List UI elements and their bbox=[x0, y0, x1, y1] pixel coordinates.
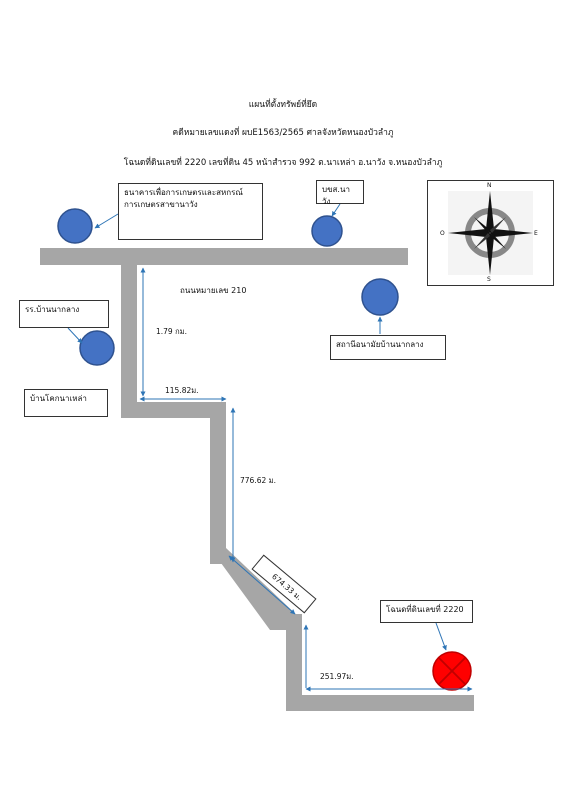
compass-icon bbox=[448, 191, 533, 275]
map-title: แผนที่ตั้งทรัพย์ที่ยึด bbox=[248, 100, 318, 110]
road-segment-5 bbox=[286, 614, 302, 710]
compass-north: N bbox=[487, 182, 492, 189]
health-station-label: สถานีอนามัยบ้านนากลาง bbox=[330, 335, 446, 360]
road-segment-1 bbox=[121, 265, 137, 418]
district-callout-arrow bbox=[331, 203, 341, 217]
deed-details: โฉนดที่ดินเลขที่ 2220 เลขที่ดิน 45 หน้าส… bbox=[123, 158, 443, 168]
compass-west: O bbox=[440, 230, 445, 237]
road-segment-3 bbox=[210, 402, 226, 564]
road-segment-2 bbox=[121, 402, 226, 418]
bank-marker bbox=[57, 208, 93, 244]
compass-south: S bbox=[487, 276, 491, 283]
district-office-label: บขส.นาวัง bbox=[316, 180, 364, 206]
distance-arrow-4 bbox=[228, 555, 296, 615]
school-marker bbox=[79, 330, 115, 366]
district-office-marker bbox=[311, 215, 343, 247]
distance-label-1: 1.79 กม. bbox=[156, 327, 187, 336]
distance-label-2: 115.82ม. bbox=[165, 386, 199, 395]
target-parcel-label: โฉนดที่ดินเลขที่ 2220 bbox=[380, 600, 473, 623]
road-segment-6 bbox=[286, 695, 474, 711]
village-label: บ้านโคกนาเหล่า bbox=[24, 389, 108, 417]
bank-callout-arrow bbox=[94, 213, 119, 229]
health-station-marker bbox=[361, 278, 399, 316]
compass-rose: N S O E bbox=[427, 180, 554, 286]
school-callout-arrow bbox=[67, 327, 83, 344]
road-label: ถนนหมายเลข 210 bbox=[180, 286, 247, 295]
case-number: คดีหมายเลขแดงที่ ผบE1563/2565 ศาลจังหวัด… bbox=[172, 128, 394, 138]
school-label: รร.บ้านนากลาง bbox=[19, 300, 109, 328]
bank-label: ธนาคารเพื่อการเกษตรและสหกรณ์การเกษตรสาขา… bbox=[118, 183, 263, 240]
target-parcel-marker bbox=[432, 651, 472, 691]
target-callout-arrow bbox=[435, 622, 447, 651]
distance-label-5: 251.97ม. bbox=[320, 672, 354, 681]
compass-east: E bbox=[534, 230, 538, 237]
distance-label-3: 776.62 ม. bbox=[240, 476, 276, 485]
road-210 bbox=[40, 248, 408, 265]
